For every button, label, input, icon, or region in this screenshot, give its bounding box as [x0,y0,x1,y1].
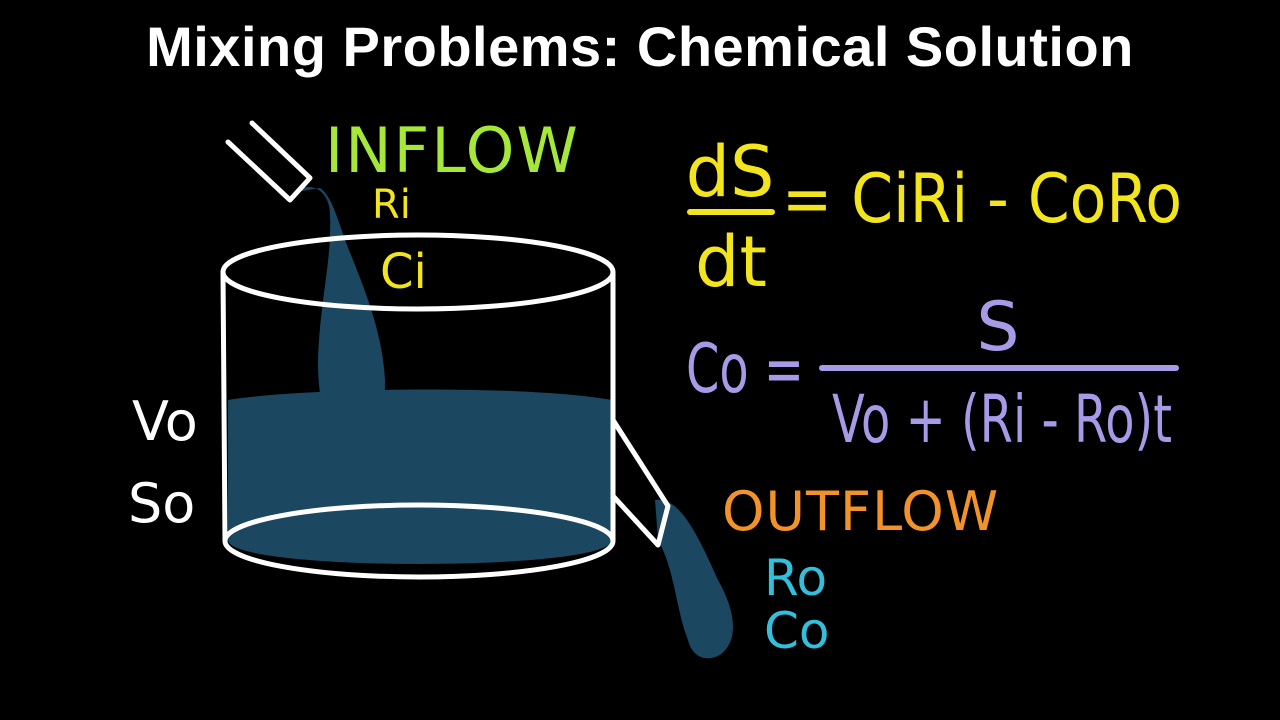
inflow-pipe [225,120,313,203]
outflow-concentration-label: Co [764,602,830,660]
initial-volume-label: Vo [132,390,198,453]
initial-amount-label: So [128,472,195,535]
tank-bottom [222,502,616,580]
concentration-equation-denominator: Vo + (Ri - Ro)t [832,381,1172,458]
page-title: Mixing Problems: Chemical Solution [146,15,1134,78]
outflow-label: OUTFLOW [722,480,999,543]
outflow-rate-label: Ro [764,549,827,607]
concentration-equation: Co = S Vo + (Ri - Ro)t [686,288,1179,458]
concentration-equation-lhs: Co = [686,330,804,409]
concentration-equation-numerator: S [976,288,1019,367]
rate-equation-denominator: dt [695,221,767,303]
tank-left-wall [220,269,228,543]
inflow-concentration-label: Ci [380,244,427,300]
inflow-label: INFLOW [325,114,580,187]
tank-liquid [228,389,612,564]
rate-equation-rhs: = CiRi - CoRo [782,160,1182,239]
outflow-pipe [610,417,671,548]
outflow-stream [655,499,733,659]
rate-equation: dS dt = CiRi - CoRo [686,131,1182,303]
inflow-rate-label: Ri [372,182,411,228]
liquid [228,186,733,659]
rate-equation-numerator: dS [686,131,775,213]
tank [220,232,616,580]
